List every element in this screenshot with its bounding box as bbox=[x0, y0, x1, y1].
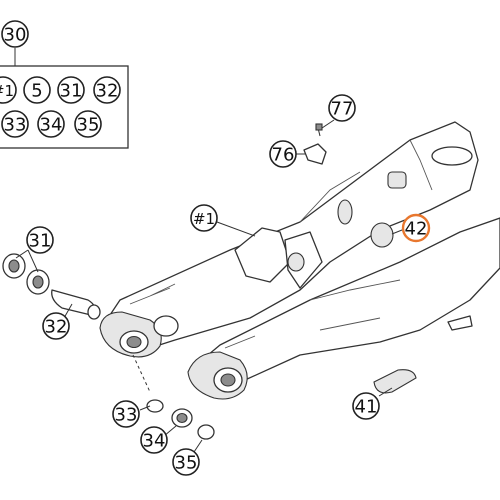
kit-box: 30 #1 5 31 32 33 34 35 bbox=[0, 20, 129, 149]
callout-35[interactable]: 35 bbox=[172, 448, 200, 476]
seal-parts bbox=[146, 369, 417, 440]
callout-30-label: 30 bbox=[4, 25, 27, 46]
callout-1[interactable]: #1 bbox=[190, 204, 218, 232]
kit-item-32-label: 32 bbox=[96, 81, 119, 102]
kit-item-31-circle[interactable] bbox=[57, 76, 85, 104]
callout-32-label: 32 bbox=[45, 317, 68, 338]
callout-77[interactable]: 77 bbox=[328, 94, 356, 122]
callout-33[interactable]: 33 bbox=[112, 400, 140, 428]
callout-34[interactable]: 34 bbox=[140, 426, 168, 454]
callout-41-label: 41 bbox=[355, 397, 378, 418]
kit-item-1-circle[interactable] bbox=[0, 76, 17, 104]
kit-item-5-label: 5 bbox=[31, 81, 42, 102]
kit-item-34-label: 34 bbox=[40, 115, 63, 136]
callout-31[interactable]: 31 bbox=[26, 226, 54, 254]
bearing-parts bbox=[2, 253, 101, 320]
callout-35-label: 35 bbox=[175, 453, 198, 474]
clip-parts bbox=[303, 123, 327, 165]
callout-77-label: 77 bbox=[331, 99, 354, 120]
callout-32[interactable]: 32 bbox=[42, 312, 70, 340]
callout-42-label: 42 bbox=[405, 219, 428, 240]
kit-item-5-circle[interactable] bbox=[23, 76, 51, 104]
callout-41[interactable]: 41 bbox=[352, 392, 380, 420]
callout-1-label: #1 bbox=[193, 210, 215, 228]
callout-42[interactable]: 42 bbox=[401, 213, 431, 243]
kit-item-34-circle[interactable] bbox=[37, 110, 65, 138]
kit-item-35-label: 35 bbox=[77, 115, 100, 136]
callout-76-label: 76 bbox=[272, 145, 295, 166]
callout-76[interactable]: 76 bbox=[269, 140, 297, 168]
kit-item-1-label: #1 bbox=[0, 82, 14, 100]
callout-34-label: 34 bbox=[143, 431, 166, 452]
kit-item-31-label: 31 bbox=[60, 81, 83, 102]
callout-31-label: 31 bbox=[29, 231, 52, 252]
kit-item-33-circle[interactable] bbox=[1, 110, 29, 138]
callout-30-circle[interactable] bbox=[1, 20, 29, 48]
kit-item-35-circle[interactable] bbox=[74, 110, 102, 138]
kit-item-32-circle[interactable] bbox=[93, 76, 121, 104]
kit-item-33-label: 33 bbox=[4, 115, 27, 136]
callout-33-label: 33 bbox=[115, 405, 138, 426]
swingarm bbox=[99, 121, 500, 400]
